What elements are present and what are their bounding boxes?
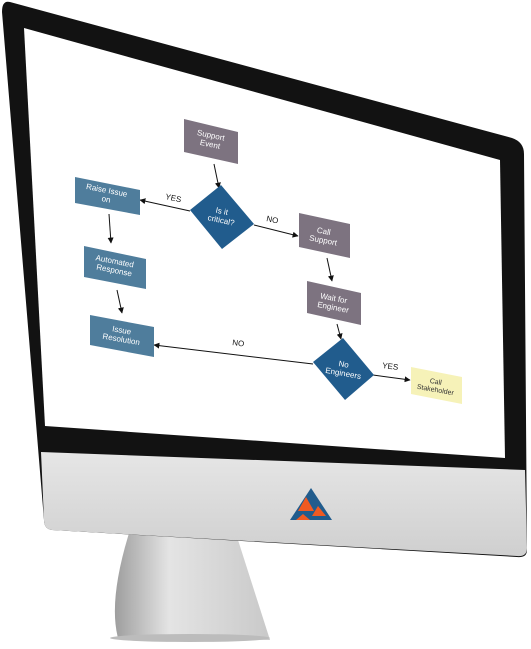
node-label-line: on: [101, 194, 111, 205]
node-label-line: Call: [429, 378, 443, 387]
monitor-chin: [41, 452, 527, 557]
edge-automated-to-resolution: [116, 289, 124, 314]
edge-label-critical-yes: YES: [165, 192, 183, 204]
node-is-critical: Is it critical?: [190, 185, 254, 249]
edge-wait-to-noengineers: [336, 323, 343, 340]
stand-base-shadow: [110, 634, 270, 642]
node-call-support: Call Support: [299, 213, 350, 258]
edge-critical-to-callsupport: [253, 224, 299, 238]
node-label-line: No: [338, 359, 350, 370]
node-label-line: Call: [316, 226, 331, 238]
edge-raise-to-automated: [107, 213, 114, 244]
edge-callsupport-to-wait: [326, 257, 334, 282]
flowchart: YES NO NO YES Support Event Is it critic…: [75, 119, 462, 404]
node-support-event: Support Event: [184, 119, 238, 164]
edge-label-engineers-yes: YES: [382, 361, 399, 372]
node-label-line: Issue: [111, 324, 132, 336]
edge-critical-to-raise: [139, 198, 191, 212]
triangle-logo-icon: [290, 488, 332, 520]
edge-label-engineers-no: NO: [232, 338, 245, 348]
svg-text:Support Event: Support Event: [194, 128, 227, 152]
node-label-line: Event: [199, 138, 222, 151]
monitor-stand: [114, 530, 270, 640]
edge-noengineers-to-stakeholder: [372, 374, 411, 383]
node-raise-issue: Raise Issue on: [75, 177, 140, 215]
node-automated-response: Automated Response: [84, 246, 146, 289]
node-wait-for-engineer: Wait for Engineer: [307, 281, 361, 325]
node-call-stakeholder: Call Stakeholder: [411, 367, 462, 404]
node-no-engineers: No Engineers: [313, 338, 374, 400]
node-label-line: Is it: [215, 206, 230, 218]
edge-noengineers-to-resolution: [153, 342, 314, 365]
edge-support-to-critical: [213, 163, 221, 189]
edge-label-critical-no: NO: [266, 214, 280, 225]
flow-edges: [107, 163, 411, 383]
node-issue-resolution: Issue Resolution: [90, 315, 154, 357]
